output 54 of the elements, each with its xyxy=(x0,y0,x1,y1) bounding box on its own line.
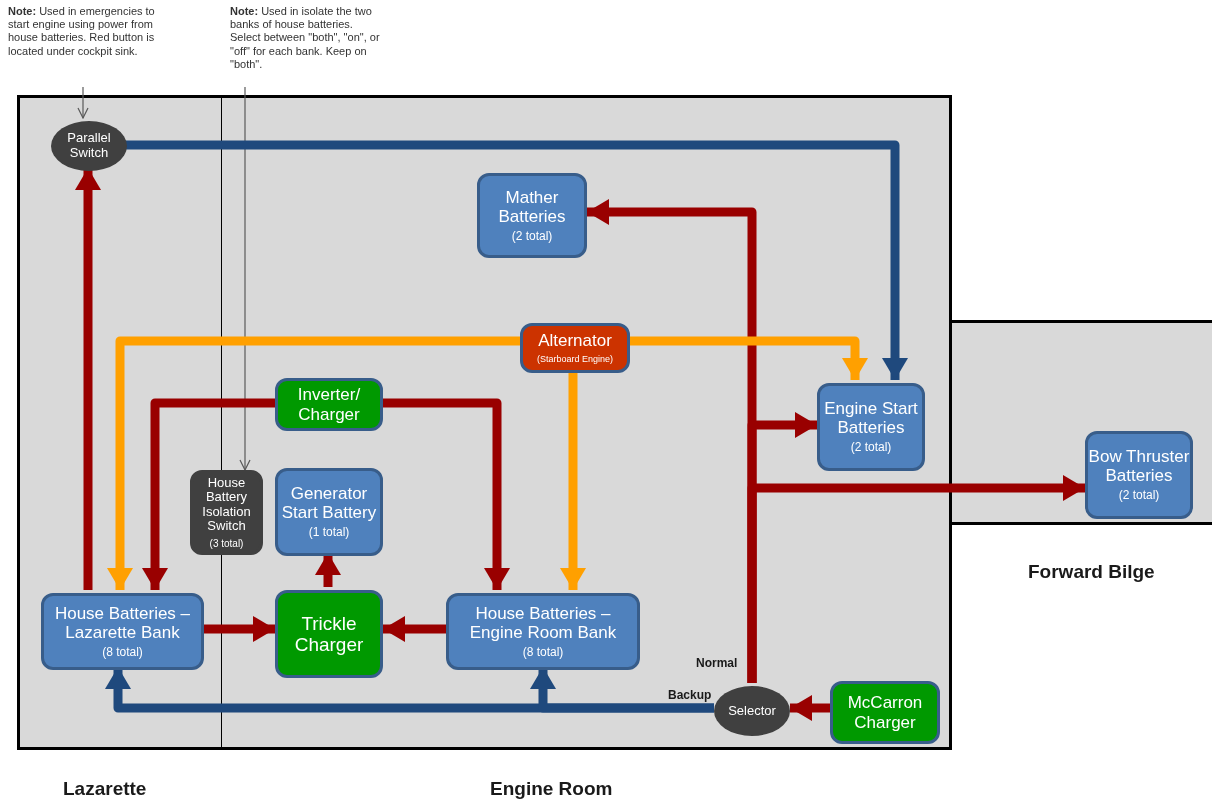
power-arrow xyxy=(790,695,830,721)
power-arrow xyxy=(201,616,275,642)
count-text: (1 total) xyxy=(308,526,350,540)
component-label: House Battery Isolation Switch xyxy=(201,475,252,534)
component-label: Engine Start Batteries xyxy=(823,399,919,438)
component-label: Alternator xyxy=(538,331,612,351)
component-box xyxy=(275,378,383,431)
component-label: McCarron Charger xyxy=(846,693,924,732)
edge-label: Backup xyxy=(666,688,714,702)
component-box xyxy=(41,593,204,670)
component-box xyxy=(830,681,940,744)
component-box xyxy=(477,173,587,258)
power-arrow xyxy=(383,398,510,590)
component-box xyxy=(446,593,640,670)
power-arrow xyxy=(383,616,446,642)
count-text: (3 total) xyxy=(209,538,244,550)
leader-line xyxy=(77,86,89,119)
count-text: (Starboard Engine) xyxy=(536,354,613,365)
power-arrow xyxy=(142,398,275,590)
component-label: Selector xyxy=(728,703,776,719)
count-text: (2 total) xyxy=(850,441,892,455)
power-arrow xyxy=(124,140,908,380)
power-arrow xyxy=(747,475,1085,683)
area-label: Lazarette xyxy=(63,778,147,800)
component-label: House Batteries – Lazarette Bank xyxy=(53,603,192,642)
note-text: Note: Used in emergencies to start engine using power from house batteries. Red button is located under cockpit sink. xyxy=(8,5,170,87)
power-arrow xyxy=(530,667,714,713)
count-text: (8 total) xyxy=(102,645,143,660)
power-arrow xyxy=(75,168,101,590)
note-text: Note: Used in isolate the two banks of house batteries. Select between "both", "on", or "off" for each bank. Keep on "both". xyxy=(230,5,385,87)
component-label: Bow Thruster Batteries xyxy=(1088,447,1190,486)
power-arrow xyxy=(560,370,586,590)
component-label: House Batteries – Engine Room Bank xyxy=(468,603,618,642)
area-label: Forward Bilge xyxy=(1028,561,1155,583)
power-arrow xyxy=(630,336,868,380)
component-box xyxy=(1085,431,1193,519)
edge-label: Normal xyxy=(694,656,740,670)
component-label: Trickle Charger xyxy=(293,612,365,656)
component-box xyxy=(275,468,383,556)
leader-line xyxy=(239,86,251,471)
component-box xyxy=(275,590,383,678)
count-text: (2 total) xyxy=(1118,489,1160,503)
area-label: Engine Room xyxy=(490,778,613,800)
count-text: (2 total) xyxy=(511,229,553,244)
count-text: (8 total) xyxy=(522,645,564,660)
component-label: Inverter/ Charger xyxy=(296,385,362,424)
component-label: Mather Batteries xyxy=(497,187,567,226)
power-arrow xyxy=(107,336,520,590)
component-label: Generator Start Battery xyxy=(280,484,378,523)
component-box xyxy=(817,383,925,471)
power-arrow xyxy=(315,553,341,587)
component-box xyxy=(190,470,263,555)
component-label: Parallel Switch xyxy=(66,131,112,161)
component-box xyxy=(520,323,630,373)
